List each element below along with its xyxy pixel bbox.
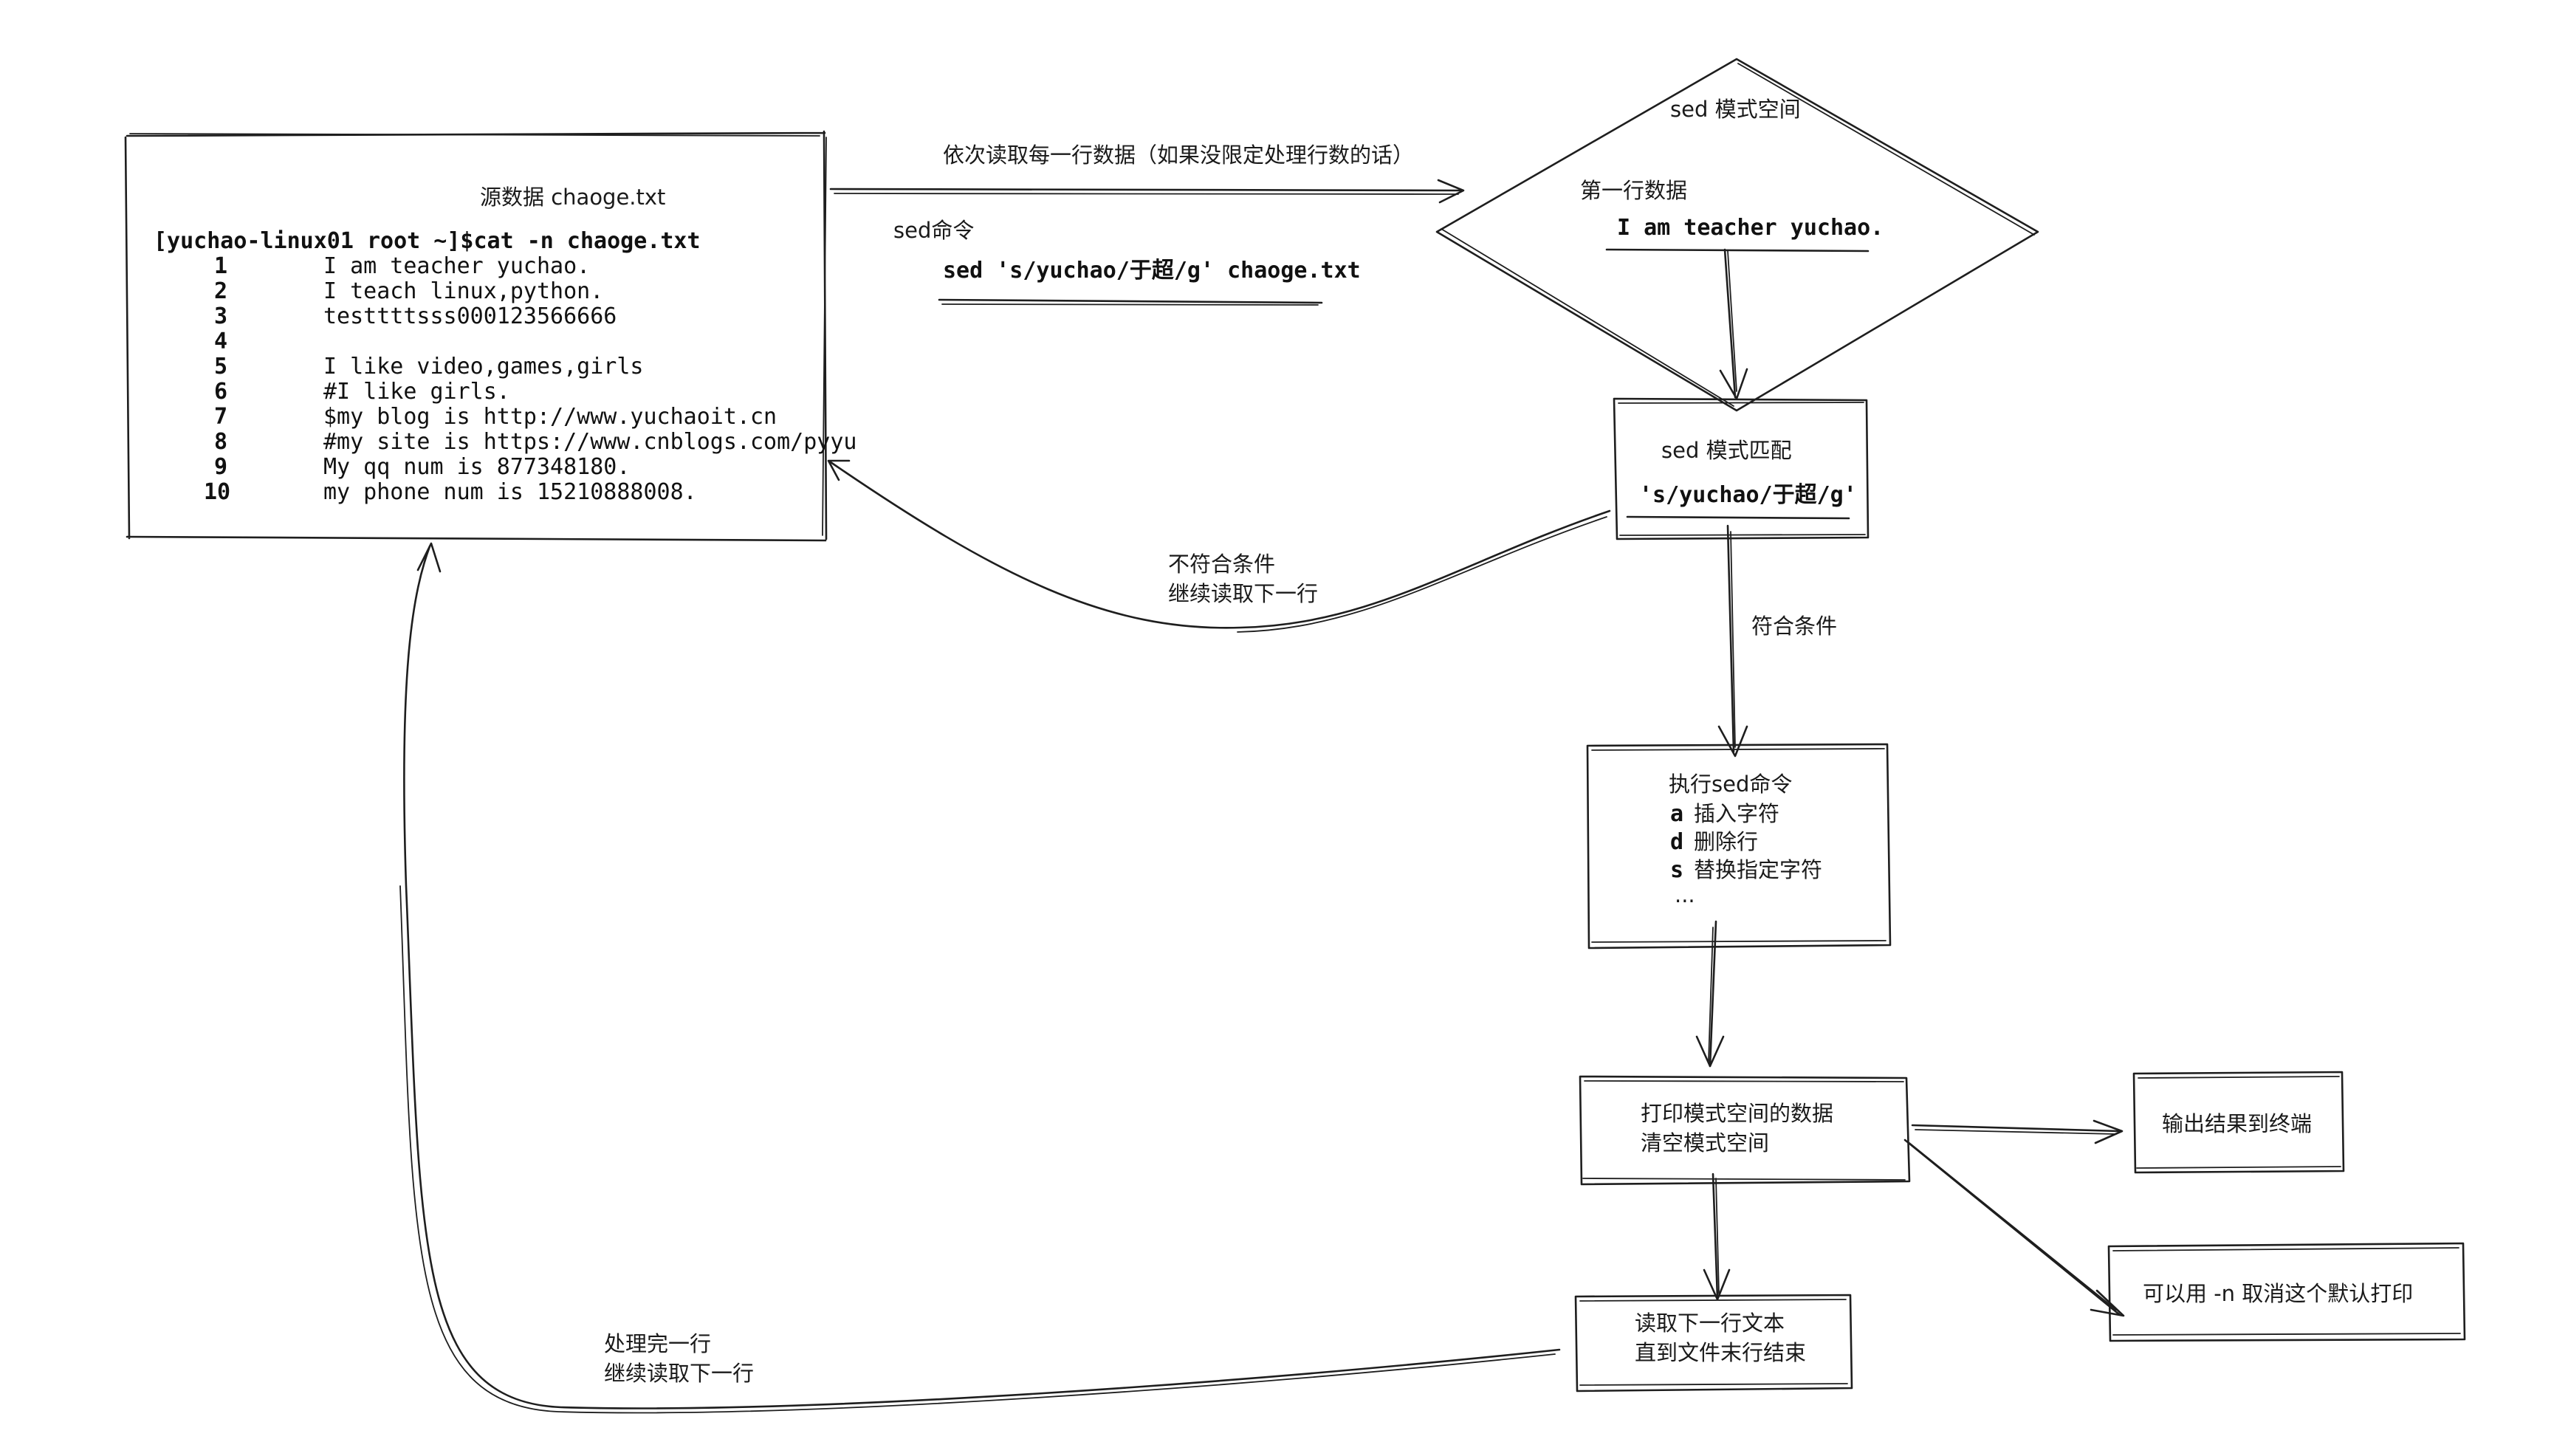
line-text: testtttsss000123566666 [323,303,617,329]
execute-box: 执行sed命令 a 插入字符 d 删除行 s 替换指定字符 ... [1586,743,1892,950]
execute-more: ... [1675,882,1695,907]
line-text: I am teacher yuchao. [323,253,590,279]
print-line1: 打印模式空间的数据 [1641,1101,1833,1126]
to-print-arrow [1695,920,1725,1068]
line-num: 7 [214,404,227,430]
match-label: 符合条件 [1751,614,1837,639]
next-line1: 读取下一行文本 [1635,1311,1785,1336]
loop-line2: 继续读取下一行 [604,1361,754,1386]
pattern-match-box: sed 模式匹配 's/yuchao/于超/g' [1613,397,1870,540]
execute-item-key: s [1670,857,1683,883]
source-box-command: [yuchao-linux01 root ~]$cat -n chaoge.tx… [154,228,701,254]
option-box: 可以用 -n 取消这个默认打印 [2107,1242,2466,1342]
line-num: 5 [214,354,227,380]
execute-item-desc: 插入字符 [1694,801,1779,826]
pattern-space-line-value: I am teacher yuchao. [1617,215,1884,241]
pattern-space-line-label: 第一行数据 [1580,178,1687,203]
execute-item-key: a [1670,801,1683,827]
match-arrow: 符合条件 [1717,524,1837,758]
line-text: $my blog is http://www.yuchaoit.cn [323,404,777,430]
no-match-line2: 继续读取下一行 [1168,581,1318,606]
pattern-match-title: sed 模式匹配 [1661,438,1792,463]
line-text: #I like girls. [323,379,510,405]
line-text: my phone num is 15210888008. [323,479,697,505]
line-num: 1 [214,253,227,279]
output-text: 输出结果到终端 [2162,1111,2312,1136]
output-box: 输出结果到终端 [2132,1071,2345,1174]
no-match-arrow: 不符合条件 继续读取下一行 [827,459,1611,633]
read-line-arrow: 依次读取每一行数据（如果没限定处理行数的话） sed命令 sed 's/yuch… [829,142,1465,306]
print-line2: 清空模式空间 [1641,1130,1769,1155]
line-num: 9 [214,454,227,480]
pattern-space-title: sed 模式空间 [1670,97,1801,122]
pattern-space-diamond: sed 模式空间 第一行数据 I am teacher yuchao. [1435,58,2039,412]
execute-item-desc: 删除行 [1694,829,1758,854]
option-text: 可以用 -n 取消这个默认打印 [2143,1281,2413,1306]
read-line-label: 依次读取每一行数据（如果没限定处理行数的话） [943,142,1414,168]
execute-title: 执行sed命令 [1669,772,1792,797]
execute-item-key: d [1670,829,1683,855]
source-box-title: 源数据 chaoge.txt [480,185,665,210]
execute-item-desc: 替换指定字符 [1694,857,1822,882]
line-text: #my site is https://www.cnblogs.com/pyyu [323,429,856,455]
to-option-arrow [1903,1139,2125,1317]
line-num: 8 [214,429,227,455]
to-output-arrow [1911,1119,2124,1144]
line-text: My qq num is 877348180. [323,454,630,480]
line-num: 6 [214,379,227,405]
to-next-arrow [1703,1172,1731,1301]
no-match-line1: 不符合条件 [1168,552,1275,577]
loop-line1: 处理完一行 [604,1331,711,1356]
to-match-arrow [1719,248,1748,400]
pattern-match-expr: 's/yuchao/于超/g' [1639,482,1857,508]
line-num: 2 [214,278,227,304]
next-line2: 直到文件末行结束 [1635,1340,1806,1365]
loop-back-arrow: 处理完一行 继续读取下一行 [399,542,1561,1414]
source-data-box: 源数据 chaoge.txt [yuchao-linux01 root ~]$c… [124,130,856,542]
sed-command-text: sed 's/yuchao/于超/g' chaoge.txt [943,258,1361,284]
line-num: 3 [214,303,227,329]
print-box: 打印模式空间的数据 清空模式空间 [1579,1075,1911,1186]
sed-command-label: sed命令 [893,218,974,243]
line-num: 10 [204,479,230,505]
line-num: 4 [214,329,227,354]
line-text: I teach linux,python. [323,278,603,304]
line-text: I like video,games,girls [323,354,643,380]
next-line-box: 读取下一行文本 直到文件末行结束 [1574,1294,1853,1393]
